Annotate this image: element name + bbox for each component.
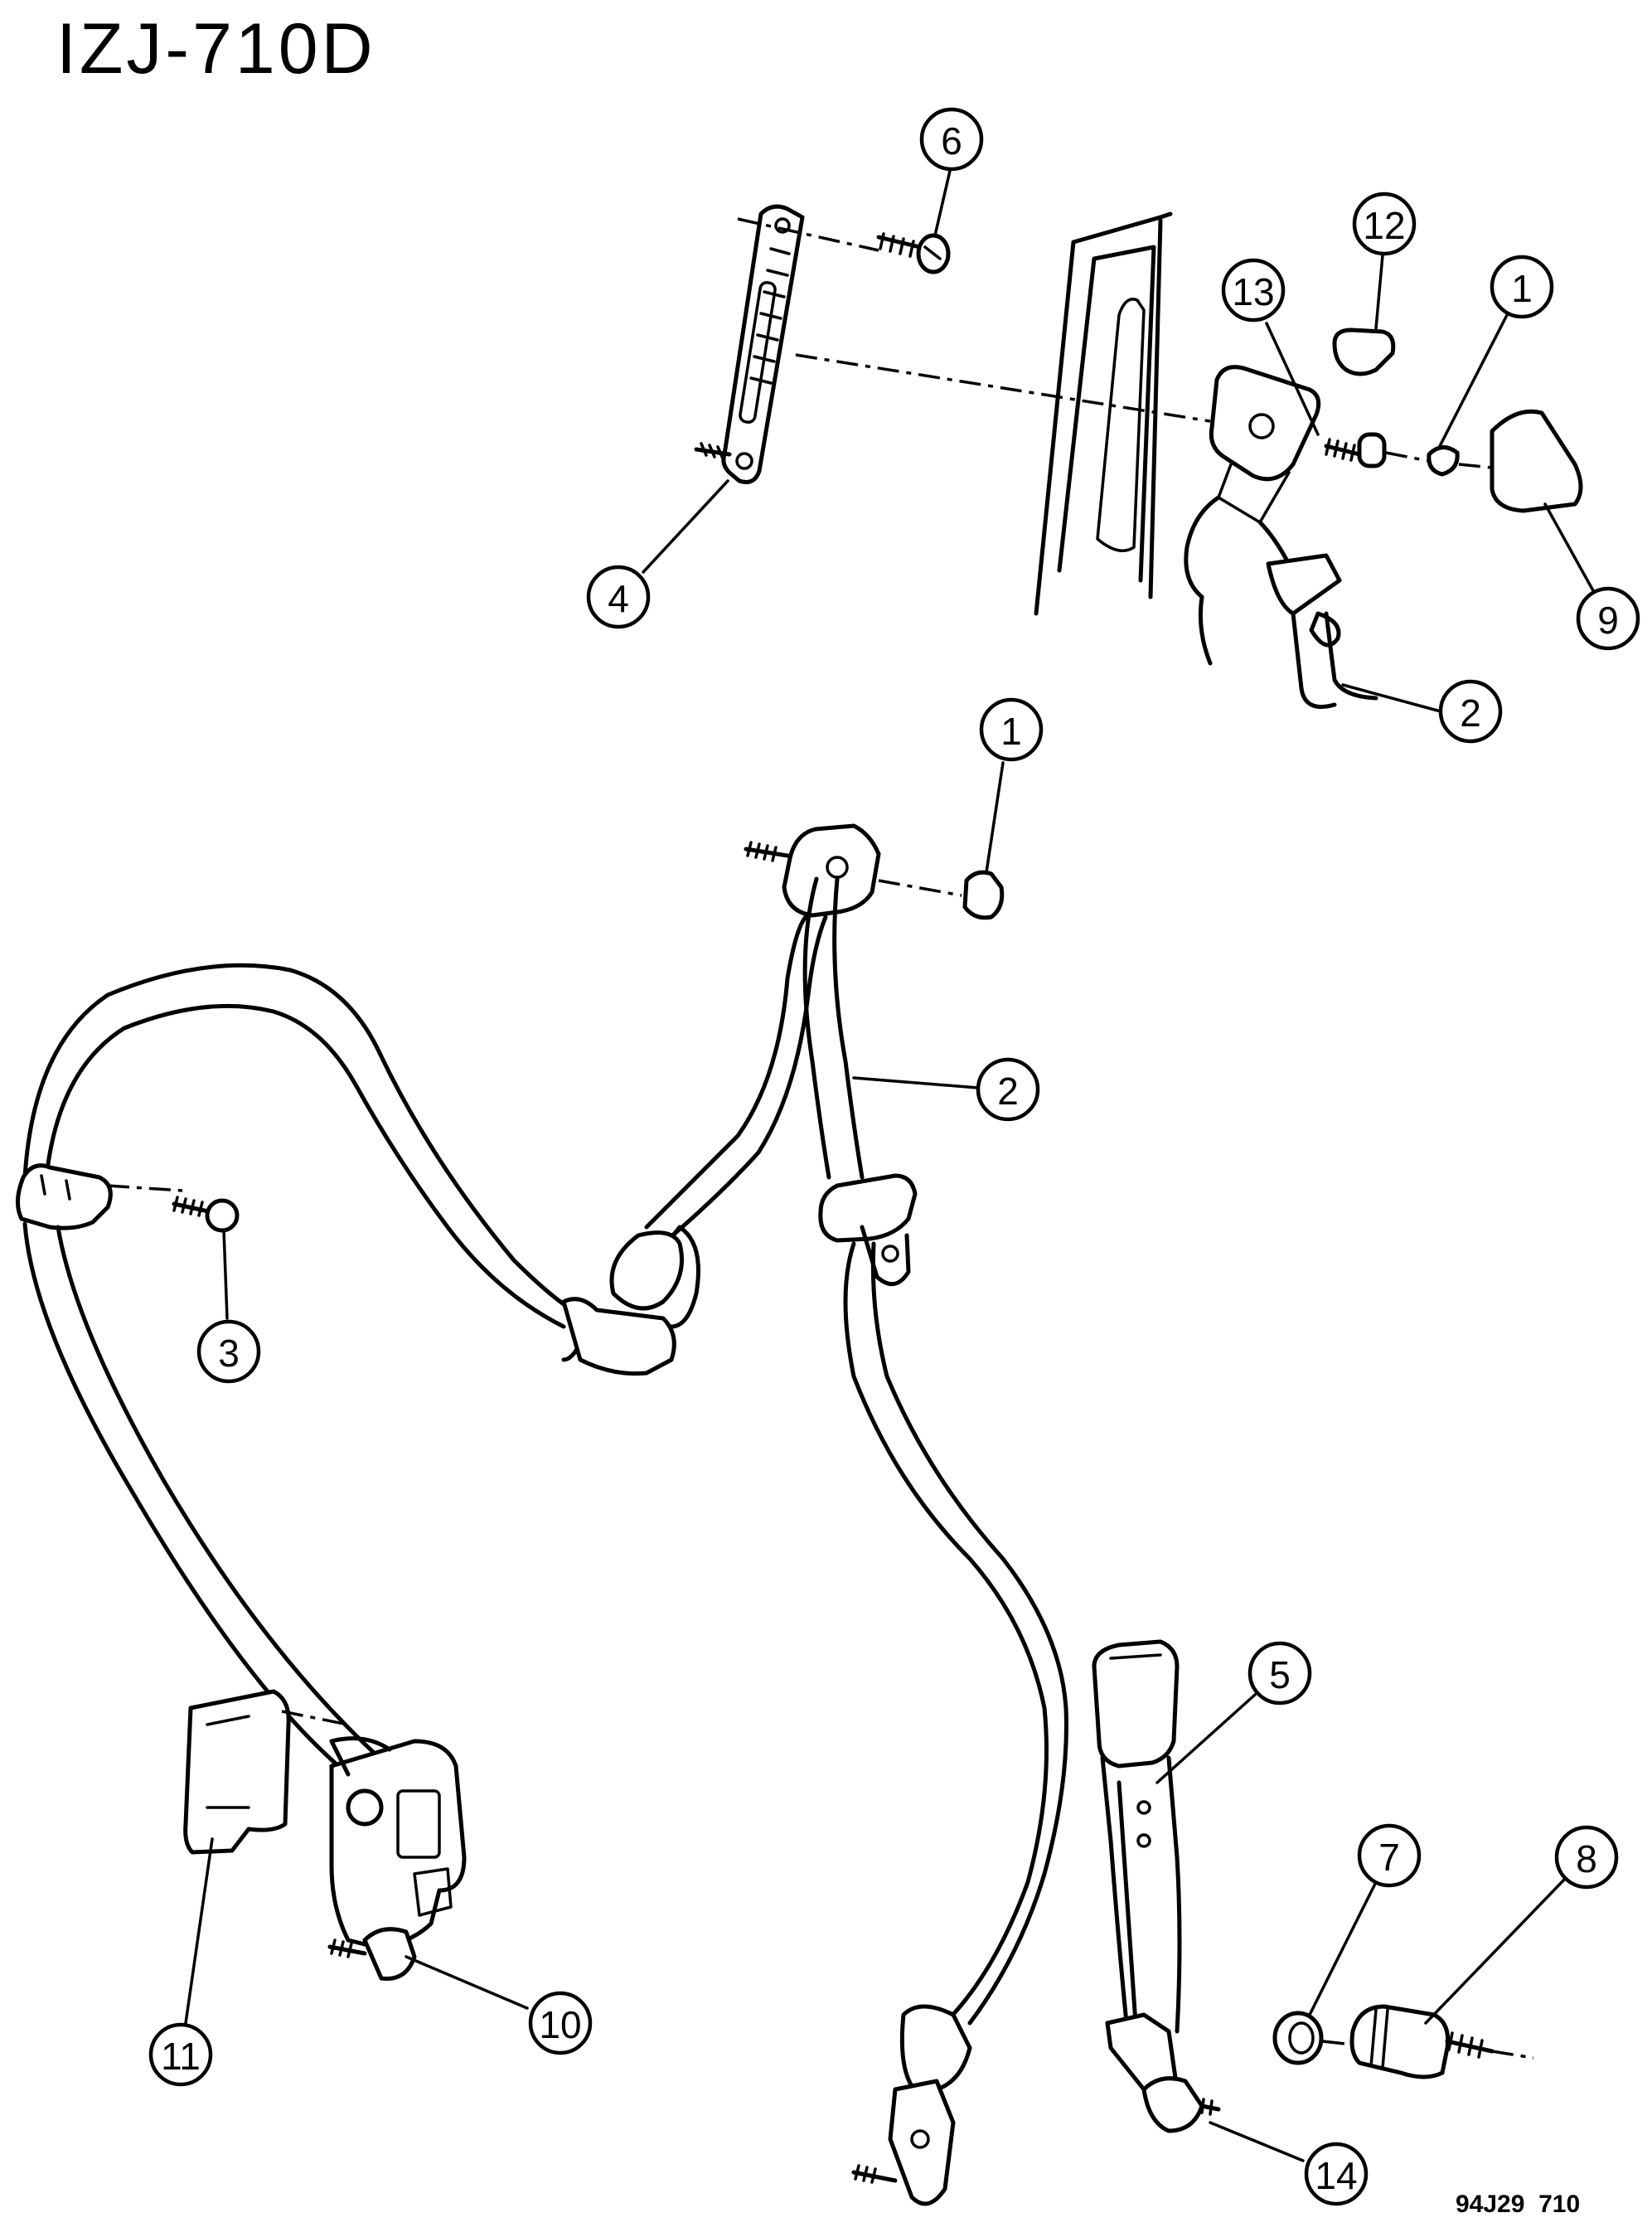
svg-text:8: 8 xyxy=(1576,1837,1597,1880)
callout-14: 14 xyxy=(1304,2142,1369,2206)
svg-text:12: 12 xyxy=(1363,204,1405,247)
callout-11: 11 xyxy=(148,2022,213,2087)
retractor-belt-guide xyxy=(16,1163,400,1777)
callout-2-main: 2 xyxy=(976,1057,1040,1122)
figure-code: 94J29 710 xyxy=(1456,2191,1580,2218)
adjuster-bolt xyxy=(737,217,951,274)
callout-9: 9 xyxy=(1576,586,1640,651)
nut-cap-small xyxy=(1427,445,1493,477)
upper-nut-cap xyxy=(962,870,1005,920)
callout-4: 4 xyxy=(586,565,651,629)
callout-2-top: 2 xyxy=(1438,679,1503,744)
svg-text:6: 6 xyxy=(941,119,962,163)
callout-1-top: 1 xyxy=(1490,255,1554,319)
svg-text:14: 14 xyxy=(1315,2154,1357,2197)
pillar-trim-panel xyxy=(1034,211,1173,616)
retractor-assembly xyxy=(329,1736,467,1951)
callout-8: 8 xyxy=(1554,1825,1619,1890)
buckle-anchor-bolt xyxy=(1141,2076,1221,2133)
callout-3: 3 xyxy=(196,1319,261,1384)
buckle-bolt-sleeve xyxy=(1349,2004,1534,2079)
belt-webbing-lap xyxy=(843,1241,1068,2206)
callout-10: 10 xyxy=(528,1991,593,2055)
callout-5: 5 xyxy=(1247,1641,1312,1706)
svg-text:13: 13 xyxy=(1232,270,1274,313)
svg-text:10: 10 xyxy=(539,2003,581,2046)
turning-loop-anchor xyxy=(1184,365,1378,709)
callout-13: 13 xyxy=(1221,258,1286,323)
upper-anchor-plate xyxy=(744,823,962,918)
svg-text:4: 4 xyxy=(608,577,629,620)
seat-belt-buckle xyxy=(1092,1639,1182,2100)
retractor-cover xyxy=(183,1689,349,1855)
callout-7: 7 xyxy=(1357,1823,1422,1888)
guide-screw xyxy=(172,1196,240,1233)
height-adjuster-bracket xyxy=(694,204,805,484)
callout-1-main: 1 xyxy=(979,697,1044,762)
belt-webbing-shoulder xyxy=(22,915,828,1376)
callout-leaders xyxy=(184,169,1596,2162)
svg-text:1: 1 xyxy=(1511,267,1533,310)
svg-text:7: 7 xyxy=(1378,1836,1400,1879)
svg-text:1: 1 xyxy=(1000,710,1022,753)
retractor-bolt xyxy=(327,1927,417,1981)
svg-text:3: 3 xyxy=(218,1332,240,1375)
diagram-title: IZJ-710D xyxy=(56,9,376,89)
svg-text:5: 5 xyxy=(1269,1653,1291,1696)
svg-text:9: 9 xyxy=(1597,599,1619,642)
spacer-washer xyxy=(1272,2011,1354,2065)
anchor-bolt xyxy=(1324,432,1430,468)
callout-12: 12 xyxy=(1352,192,1417,256)
anchor-cover xyxy=(1490,409,1583,513)
sliding-latch-plate xyxy=(802,876,918,1287)
spacer-knob xyxy=(1332,328,1396,376)
svg-text:11: 11 xyxy=(161,2035,201,2078)
svg-text:2: 2 xyxy=(997,1070,1019,1113)
callout-6: 6 xyxy=(919,107,984,172)
svg-text:2: 2 xyxy=(1460,691,1481,735)
